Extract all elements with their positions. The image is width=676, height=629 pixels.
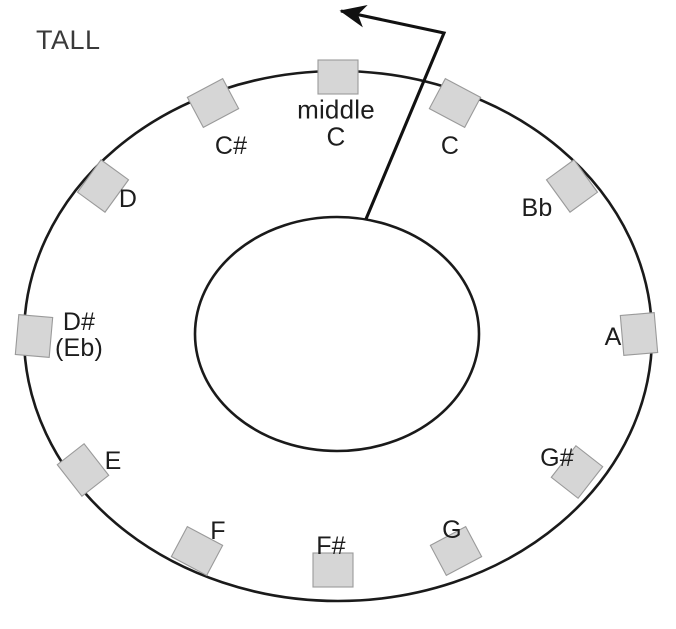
- note-label-d: D: [119, 186, 137, 212]
- key-marker-rect[interactable]: [428, 77, 482, 129]
- key-marker-rect[interactable]: [429, 525, 483, 577]
- key-marker-e[interactable]: [56, 443, 110, 497]
- note-label-text: F#: [316, 531, 346, 560]
- note-sublabel-text: (Eb): [54, 334, 104, 362]
- note-label-c-sharp: C#: [215, 133, 247, 159]
- note-label-text: G#: [540, 443, 574, 472]
- counterclockwise-rotation-arrow: [339, 4, 447, 220]
- key-marker-f-sharp[interactable]: [312, 552, 354, 588]
- key-marker-f[interactable]: [170, 525, 224, 577]
- key-marker-g-sharp[interactable]: [550, 445, 604, 499]
- note-label-text: D#: [62, 307, 96, 336]
- note-label-text: Bb: [521, 193, 553, 222]
- page-title: TALL: [36, 25, 101, 55]
- note-label-f: F: [210, 518, 225, 544]
- key-marker-rect[interactable]: [76, 159, 130, 213]
- key-marker-rect[interactable]: [56, 443, 110, 497]
- note-label-g-sharp: G#: [540, 445, 574, 471]
- key-marker-rect[interactable]: [312, 552, 354, 588]
- note-label-text: G: [442, 515, 462, 544]
- note-sublabel-text: C: [326, 122, 346, 152]
- key-marker-g[interactable]: [429, 525, 483, 577]
- key-marker-rect[interactable]: [186, 77, 240, 129]
- key-marker-c[interactable]: [428, 77, 482, 129]
- note-label-f-sharp: F#: [316, 533, 346, 559]
- key-marker-d-sharp-eb[interactable]: [14, 313, 54, 359]
- note-label-text: A: [604, 322, 622, 351]
- rotation-arrow-group: [339, 4, 447, 220]
- key-marker-middle-c[interactable]: [317, 59, 359, 95]
- key-marker-a[interactable]: [619, 311, 659, 357]
- note-label-text: C#: [214, 131, 248, 160]
- key-marker-rect[interactable]: [14, 313, 54, 359]
- note-label-text: F: [210, 516, 226, 545]
- note-label-e: E: [105, 448, 122, 474]
- key-marker-c-sharp[interactable]: [186, 77, 240, 129]
- key-marker-rect[interactable]: [619, 311, 659, 357]
- key-markers-group: [14, 59, 659, 588]
- key-marker-d[interactable]: [76, 159, 130, 213]
- note-label-g: G: [442, 517, 462, 543]
- key-marker-rect[interactable]: [317, 59, 359, 95]
- key-marker-rect[interactable]: [170, 525, 224, 577]
- note-label-text: middle: [297, 94, 375, 125]
- key-marker-rect[interactable]: [545, 159, 599, 213]
- note-label-text: E: [104, 446, 122, 475]
- key-marker-rect[interactable]: [550, 445, 604, 499]
- note-label-d-sharp-eb: D#(Eb): [55, 309, 103, 362]
- note-label-b-flat: Bb: [522, 195, 553, 221]
- inner-ring-outline: [193, 215, 481, 453]
- note-label-text: C: [440, 131, 460, 160]
- note-label-c: C: [441, 133, 459, 159]
- note-label-a: A: [605, 324, 622, 350]
- note-label-text: D: [118, 184, 138, 213]
- key-marker-b-flat[interactable]: [545, 159, 599, 213]
